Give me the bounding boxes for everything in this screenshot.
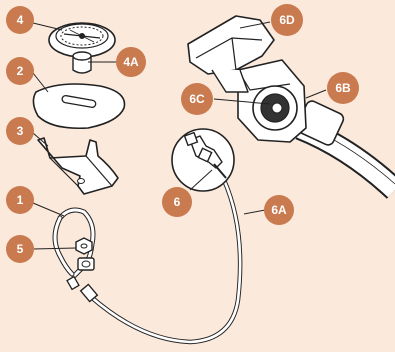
thermocouple-valve-icon [171,128,235,192]
leader-line-1 [32,202,65,217]
callout-label: 6D [279,13,295,27]
flat-gasket-plate-icon [32,83,126,130]
leader-line-6 [189,169,213,191]
callout-label: 5 [17,242,24,256]
flexible-supply-line-icon [79,157,243,345]
callout-label: 6C [189,92,205,106]
callout-3: 3 [6,117,34,145]
callout-label: 6B [335,81,351,95]
pilot-burner-cap-icon [48,22,116,58]
callout-label: 2 [17,64,24,78]
callout-label: 1 [17,193,24,207]
callout-label: 4A [123,55,139,69]
leader-line-6d [239,21,271,29]
leader-line-4 [32,22,63,31]
leader-line-5 [32,247,77,250]
leader-line-3 [32,132,49,147]
leader-line-6b [305,89,327,99]
valve-port-opening-icon [252,85,298,131]
leader-line-2 [32,72,49,93]
callout-2: 2 [6,57,34,85]
valve-control-knob-icon [187,15,275,93]
callout-label: 4 [17,13,24,27]
leader-lines [32,21,327,250]
burner-post-icon [72,51,92,74]
callout-4: 4 [6,6,34,34]
leader-line-6a [243,209,266,215]
callout-4a: 4A [116,47,146,77]
callout-label: 6A [271,203,287,217]
callout-6c: 6C [181,83,213,115]
callout-6b: 6B [327,72,359,104]
callout-1: 1 [6,186,34,214]
callout-label: 6 [174,195,181,209]
callout-label: 3 [17,124,24,138]
callout-6: 6 [162,187,192,217]
callout-5: 5 [6,235,34,263]
callout-6a: 6A [264,195,294,225]
compression-nut-icon [75,237,95,271]
leader-line-6c [213,98,271,105]
callout-6d: 6D [271,4,303,36]
mounting-bracket-icon [37,137,119,195]
